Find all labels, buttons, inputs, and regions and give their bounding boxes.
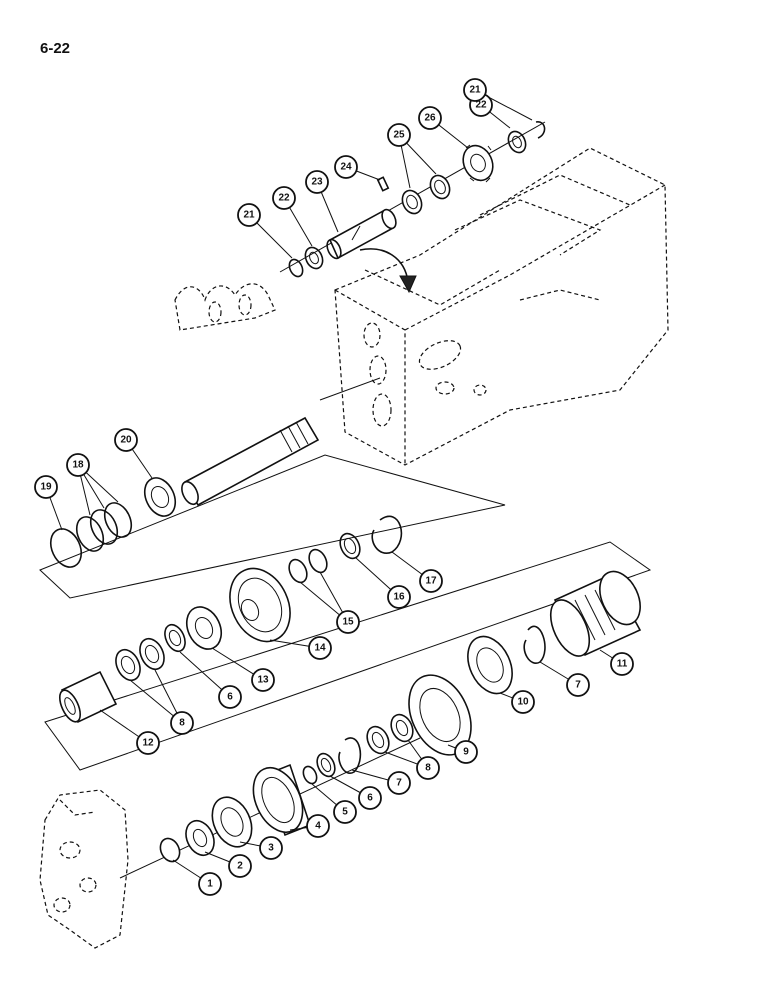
callout-26: 26 [418, 106, 442, 130]
callout-5: 5 [333, 800, 357, 824]
callout-17-label: 17 [425, 576, 437, 587]
transmission-housing [334, 147, 669, 466]
callout-1: 1 [198, 872, 222, 896]
input-shaft-assembly [119, 713, 421, 879]
callout-6-upper-label: 6 [227, 692, 233, 703]
callout-15: 15 [336, 610, 360, 634]
callout-1-label: 1 [207, 879, 213, 890]
callout-11: 11 [610, 652, 634, 676]
callout-6-lower-label: 6 [367, 793, 373, 804]
callout-8-lower: 8 [416, 756, 440, 780]
upper-shaft-assembly [279, 121, 546, 294]
countershaft-gear-row [44, 515, 652, 771]
callout-9: 9 [454, 740, 478, 764]
callout-25: 25 [387, 123, 411, 147]
callout-3: 3 [259, 836, 283, 860]
callout-25-label: 25 [393, 130, 405, 141]
callout-7-lower-label: 7 [396, 778, 402, 789]
callout-15-label: 15 [342, 617, 354, 628]
callout-16: 16 [387, 585, 411, 609]
callout-4: 4 [306, 814, 330, 838]
callout-12-label: 12 [142, 738, 154, 749]
callout-7-lower: 7 [387, 771, 411, 795]
callout-3-label: 3 [268, 843, 274, 854]
mount-bracket-outline [174, 283, 276, 331]
callout-24: 24 [334, 155, 358, 179]
callout-23-label: 23 [311, 177, 323, 188]
callout-12: 12 [136, 731, 160, 755]
callout-22-right-label: 22 [475, 100, 487, 111]
callout-5-label: 5 [342, 807, 348, 818]
callout-13: 13 [251, 668, 275, 692]
callout-21-right: 21 [463, 78, 487, 102]
front-cover-outline [39, 789, 129, 949]
callout-24-label: 24 [340, 162, 352, 173]
callout-2: 2 [228, 854, 252, 878]
callout-21-left-label: 21 [243, 210, 255, 221]
callout-20-label: 20 [120, 435, 132, 446]
callout-14: 14 [308, 636, 332, 660]
page-number: 6-22 [40, 40, 71, 57]
callout-6-lower: 6 [358, 786, 382, 810]
middle-shaft-assembly [39, 377, 506, 599]
callout-4-label: 4 [315, 821, 321, 832]
callout-14-label: 14 [314, 643, 326, 654]
callout-9-label: 9 [463, 747, 469, 758]
callout-23: 23 [305, 170, 329, 194]
callout-18-label: 18 [72, 460, 84, 471]
callout-13-label: 13 [257, 675, 269, 686]
callout-17: 17 [419, 569, 443, 593]
callout-8-upper: 8 [170, 711, 194, 735]
callout-19: 19 [34, 475, 58, 499]
callout-20: 20 [114, 428, 138, 452]
callout-22-left: 22 [272, 186, 296, 210]
callout-26-label: 26 [424, 113, 436, 124]
callout-19-label: 19 [40, 482, 52, 493]
callout-16-label: 16 [393, 592, 405, 603]
callout-22-left-label: 22 [278, 193, 290, 204]
callout-8-upper-label: 8 [179, 718, 185, 729]
callout-10: 10 [511, 690, 535, 714]
callout-6-upper: 6 [218, 685, 242, 709]
callout-21-left: 21 [237, 203, 261, 227]
callout-21-right-label: 21 [469, 85, 481, 96]
callout-8-lower-label: 8 [425, 763, 431, 774]
callout-10-label: 10 [517, 697, 529, 708]
callout-2-label: 2 [237, 861, 243, 872]
callout-7-upper: 7 [566, 673, 590, 697]
callout-7-upper-label: 7 [575, 680, 581, 691]
callout-11-label: 11 [617, 659, 628, 670]
callout-18: 18 [66, 453, 90, 477]
